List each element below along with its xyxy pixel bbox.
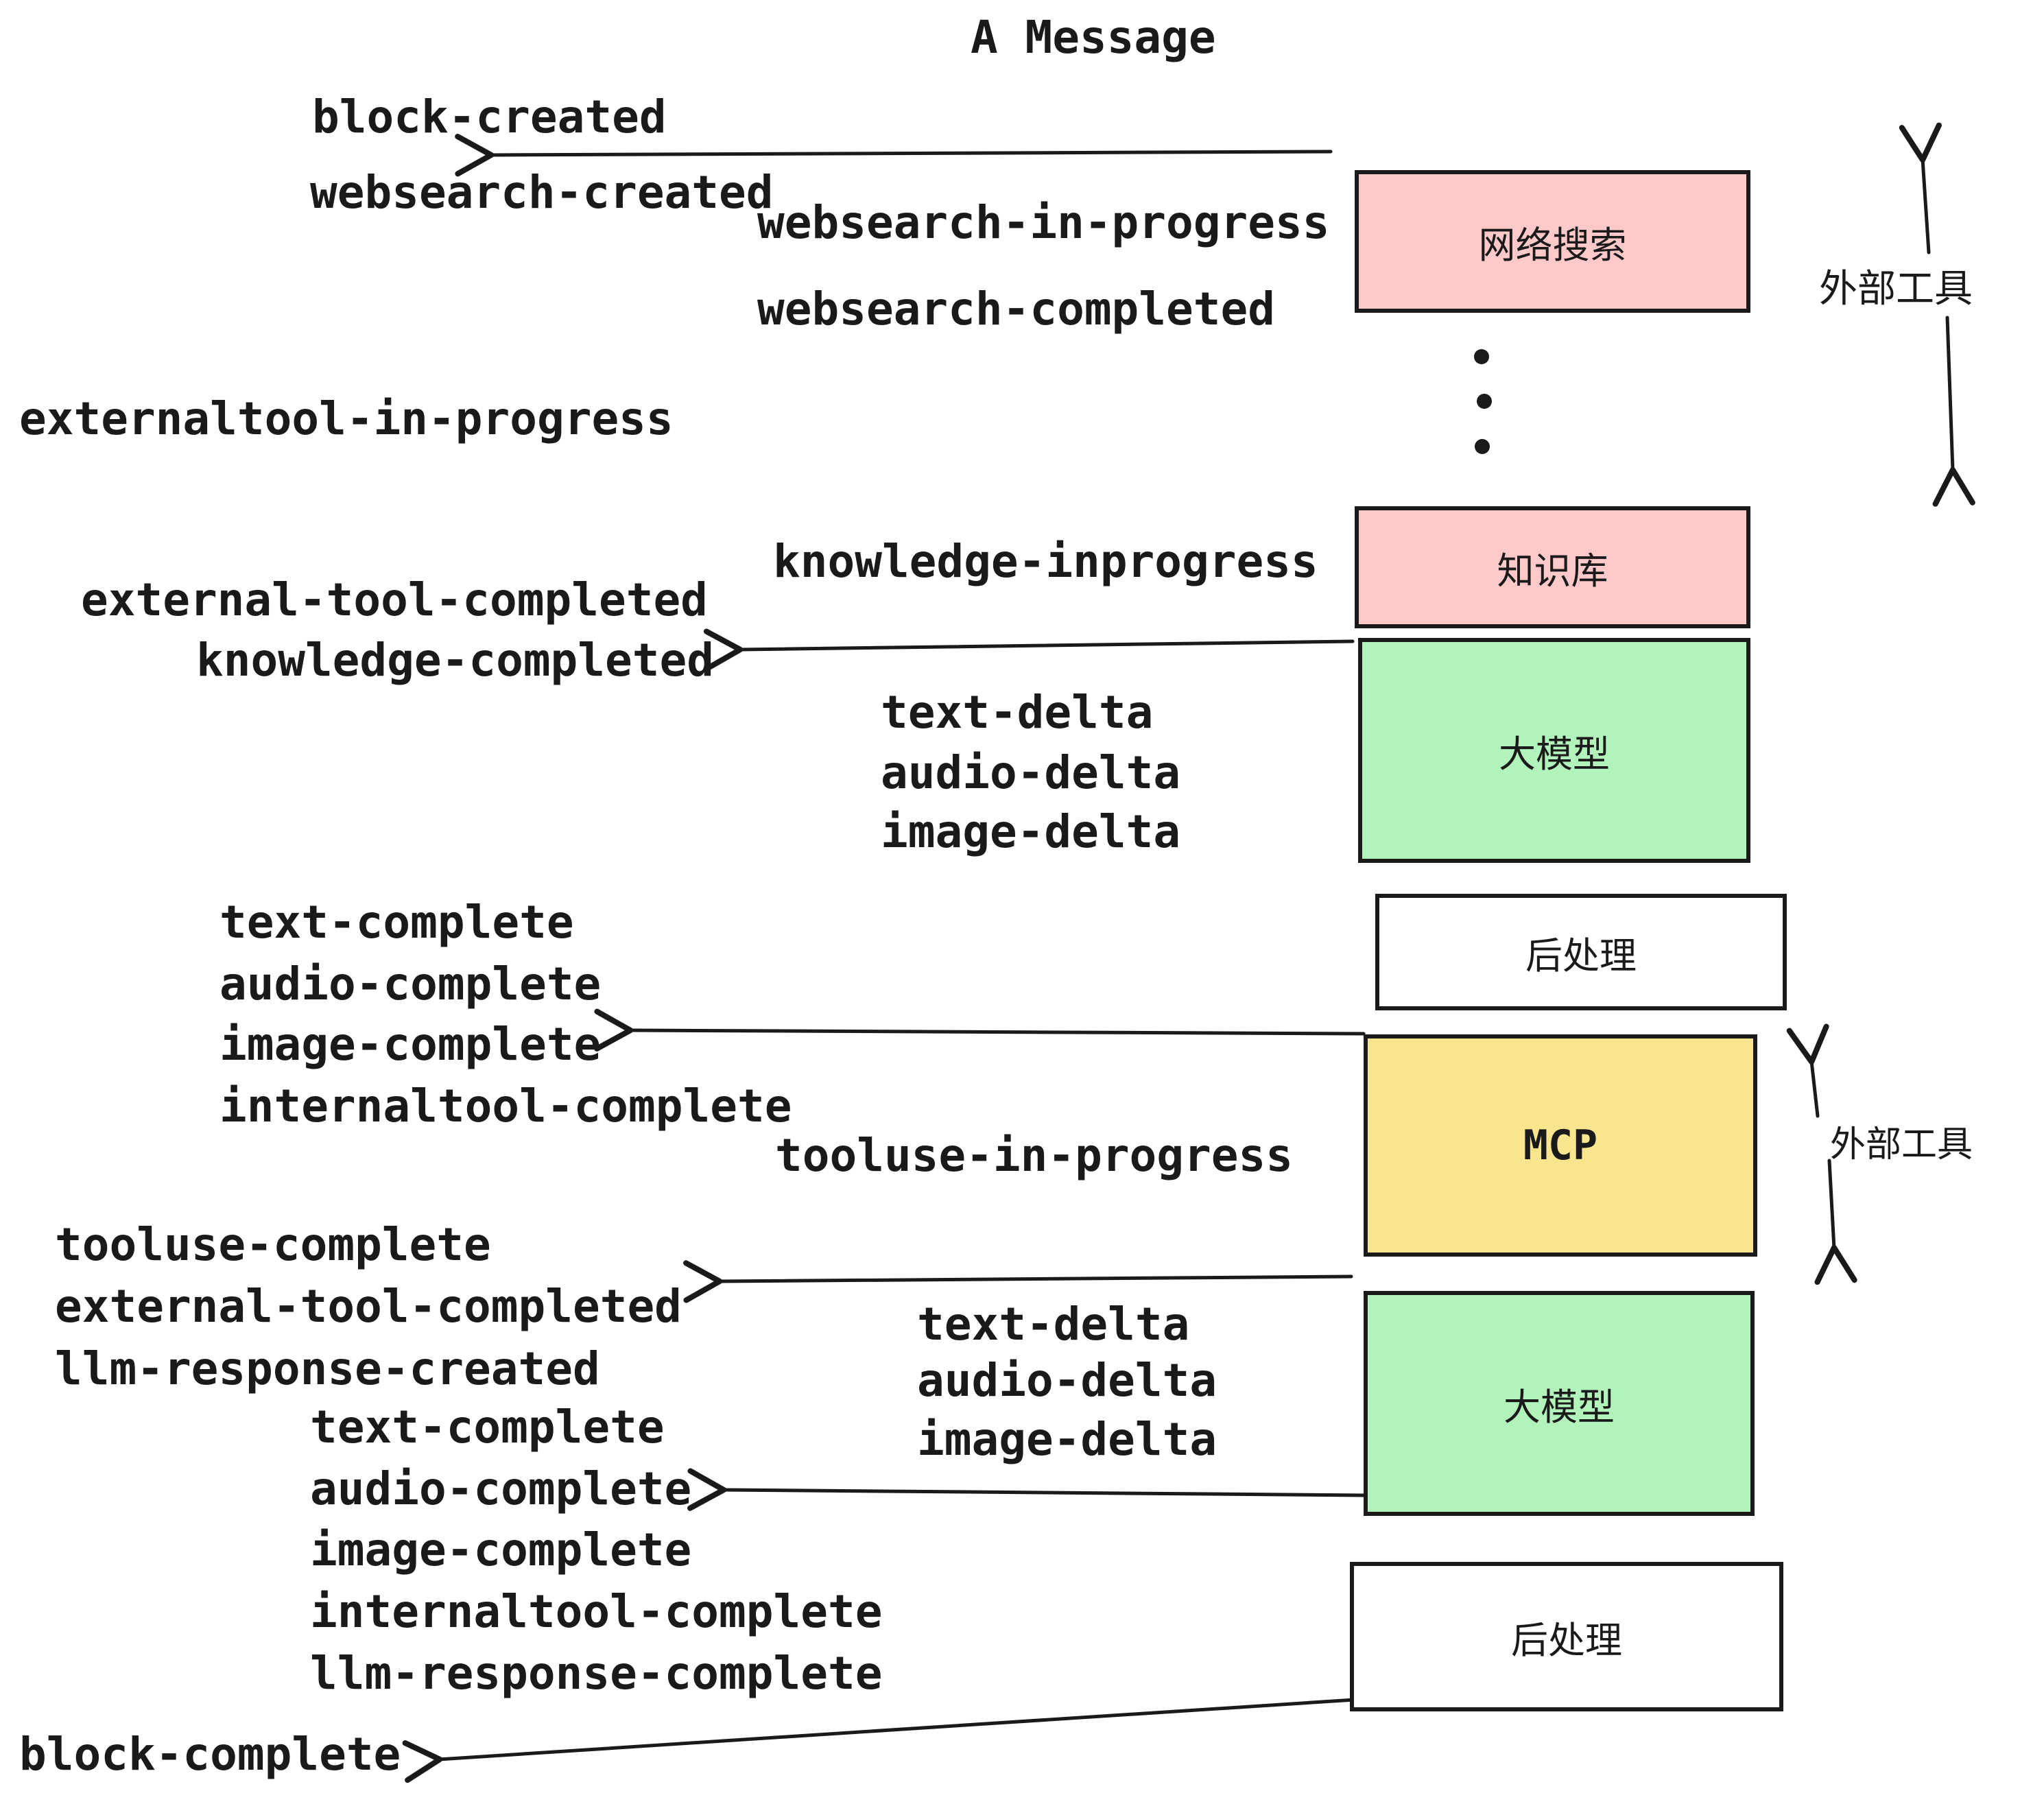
arrow-post2-to-block-complete <box>402 1697 1367 1783</box>
event-image-complete-2: image-complete <box>310 1523 692 1576</box>
arrow-llm2-to-tooluse-group <box>683 1260 1353 1303</box>
event-audio-complete-1: audio-complete <box>219 958 602 1010</box>
box-llm-2: 大模型 <box>1364 1291 1755 1516</box>
event-llm-response-created: llm-response-created <box>55 1342 600 1395</box>
event-text-complete-2: text-complete <box>310 1401 665 1453</box>
event-websearch-in-progress: websearch-in-progress <box>757 196 1330 249</box>
event-externaltool-in-progress: externaltool-in-progress <box>19 392 674 445</box>
arrow-llm2-to-audio-complete <box>687 1468 1368 1511</box>
event-audio-complete-2: audio-complete <box>310 1462 692 1515</box>
box-knowledge-label: 知识库 <box>1497 550 1608 592</box>
event-external-tool-completed: external-tool-completed <box>81 573 708 626</box>
event-text-delta-1: text-delta <box>881 686 1154 739</box>
external-tools-top-up-arrow <box>1899 122 1942 254</box>
event-websearch-created: websearch-created <box>310 166 774 219</box>
event-internaltool-complete-1: internaltool-complete <box>219 1080 792 1132</box>
arrow-mcp-to-complete-group1 <box>594 1008 1366 1052</box>
event-text-delta-2: text-delta <box>917 1298 1190 1351</box>
arrow-knowledge-to-completed <box>703 628 1355 672</box>
event-tooluse-complete: tooluse-complete <box>55 1218 491 1271</box>
box-websearch: 网络搜索 <box>1355 170 1750 313</box>
event-block-created: block-created <box>312 91 667 143</box>
arrow-websearch-to-created <box>455 134 1333 177</box>
event-text-complete-1: text-complete <box>219 896 574 949</box>
event-tooluse-in-progress: tooluse-in-progress <box>775 1129 1293 1182</box>
event-internaltool-complete-2: internaltool-complete <box>310 1585 883 1638</box>
box-postprocess-1-label: 后处理 <box>1525 935 1637 977</box>
event-image-delta-2: image-delta <box>917 1413 1217 1466</box>
external-tools-label-bottom: 外部工具 <box>1830 1125 1973 1165</box>
external-tools-label-top: 外部工具 <box>1819 267 1973 310</box>
box-mcp-label: MCP <box>1523 1121 1598 1170</box>
event-image-delta-1: image-delta <box>881 805 1181 858</box>
external-tools-bottom-down-arrow <box>1814 1159 1857 1285</box>
event-audio-delta-1: audio-delta <box>881 746 1181 799</box>
event-audio-delta-2: audio-delta <box>917 1354 1217 1407</box>
event-llm-response-complete: llm-response-complete <box>310 1647 883 1700</box>
event-knowledge-inprogress: knowledge-inprogress <box>773 535 1318 588</box>
event-image-complete-1: image-complete <box>219 1018 602 1071</box>
box-mcp: MCP <box>1364 1034 1757 1257</box>
event-block-complete: block-complete <box>19 1728 401 1781</box>
box-postprocess-2-label: 后处理 <box>1511 1619 1622 1661</box>
box-postprocess-2: 后处理 <box>1350 1562 1783 1711</box>
external-tools-bottom-up-arrow <box>1786 1023 1829 1118</box>
ellipsis-dots <box>1474 349 1492 454</box>
box-llm-1-label: 大模型 <box>1499 733 1610 775</box>
dot <box>1477 394 1492 409</box>
box-llm-2-label: 大模型 <box>1504 1386 1615 1428</box>
box-postprocess-1: 后处理 <box>1375 894 1787 1010</box>
external-tools-top-down-arrow <box>1932 316 1975 507</box>
dot <box>1475 439 1490 454</box>
box-knowledge: 知识库 <box>1355 506 1750 628</box>
box-llm-1: 大模型 <box>1358 638 1750 863</box>
event-external-tool-completed-2: external-tool-completed <box>55 1280 682 1333</box>
page-title: A Message <box>971 11 1216 64</box>
event-knowledge-completed: knowledge-completed <box>196 634 714 687</box>
dot <box>1474 349 1489 364</box>
event-websearch-completed: websearch-completed <box>757 283 1275 335</box>
box-websearch-label: 网络搜索 <box>1478 224 1627 266</box>
